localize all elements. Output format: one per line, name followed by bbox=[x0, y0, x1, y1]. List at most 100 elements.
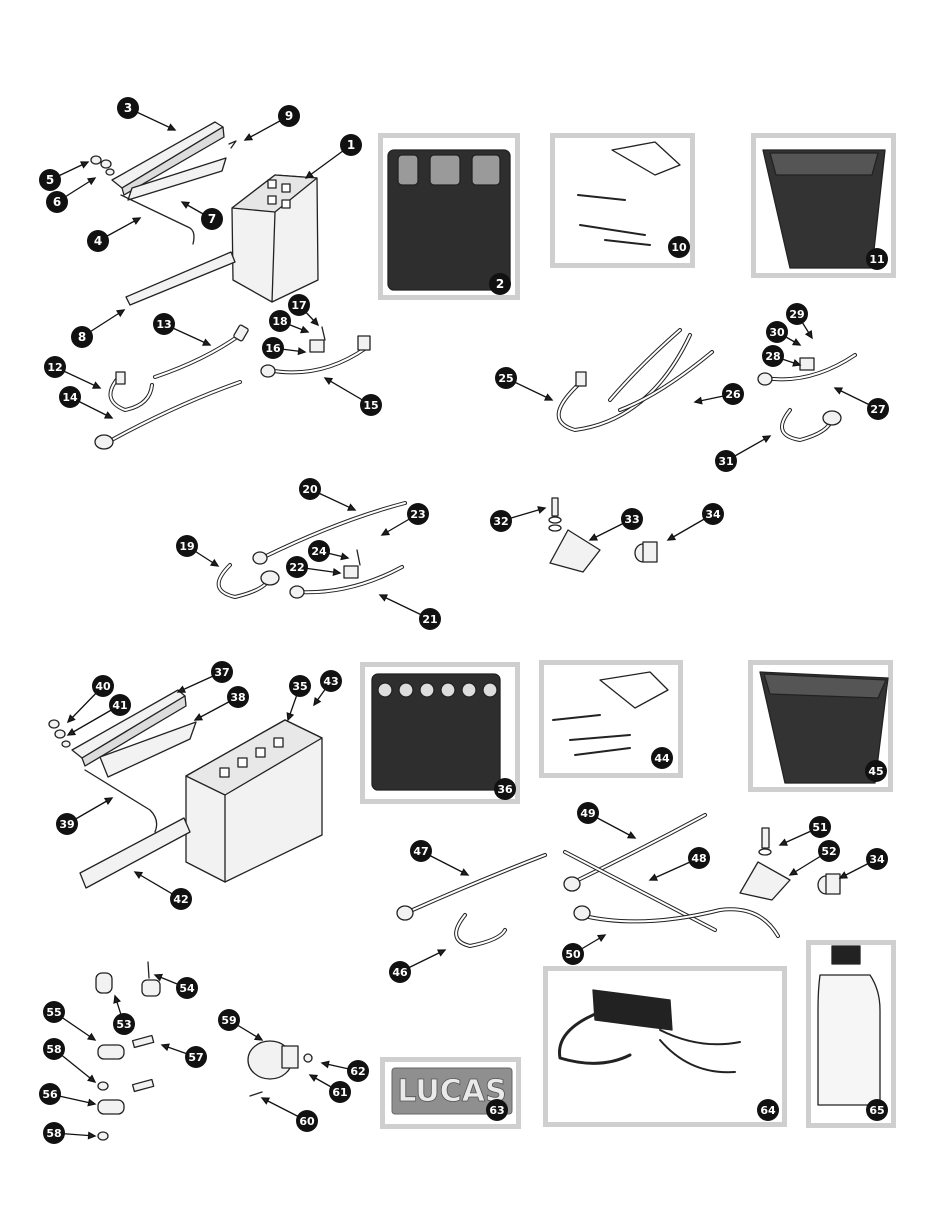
callout-32: 32 bbox=[490, 510, 512, 532]
clamp-kit-photo-2 bbox=[552, 671, 669, 756]
callout-61: 61 bbox=[329, 1081, 351, 1103]
callout-circle bbox=[688, 847, 710, 869]
callout-circle bbox=[562, 943, 584, 965]
callout-19: 19 bbox=[176, 535, 198, 557]
callout-10: 10 bbox=[668, 236, 690, 258]
callout-number: 63 bbox=[489, 1104, 504, 1117]
leader-arrow-24 bbox=[340, 552, 350, 561]
callout-number: 14 bbox=[62, 391, 78, 404]
bracket-33 bbox=[548, 497, 601, 573]
terminal-clamps-55-56 bbox=[97, 1034, 155, 1141]
cable-13 bbox=[153, 333, 242, 379]
callout-number: 38 bbox=[230, 691, 245, 704]
clamp-rod-2 bbox=[84, 769, 158, 833]
callout-30: 30 bbox=[766, 321, 788, 343]
leader-arrow-42 bbox=[133, 871, 144, 879]
leader-arrow-31 bbox=[761, 435, 772, 443]
callout-circle bbox=[59, 386, 81, 408]
leader-arrow-41 bbox=[66, 728, 77, 736]
leader-arrow-57 bbox=[160, 1043, 170, 1052]
callout-42: 42 bbox=[170, 888, 192, 910]
callout-45: 45 bbox=[865, 760, 887, 782]
callout-number: 24 bbox=[311, 545, 327, 558]
callout-circle bbox=[786, 303, 808, 325]
callout-2: 2 bbox=[489, 273, 511, 295]
callout-25: 25 bbox=[495, 367, 517, 389]
callout-circle bbox=[153, 313, 175, 335]
callout-number: 45 bbox=[868, 765, 883, 778]
callout-circle bbox=[489, 273, 511, 295]
callout-21: 21 bbox=[419, 608, 441, 630]
leader-arrow-54 bbox=[153, 973, 163, 982]
callout-59: 59 bbox=[218, 1009, 240, 1031]
callout-number: 64 bbox=[760, 1104, 776, 1117]
callout-circle bbox=[289, 675, 311, 697]
callout-number: 62 bbox=[350, 1065, 365, 1078]
callout-number: 60 bbox=[299, 1115, 315, 1128]
callout-circle bbox=[766, 321, 788, 343]
callout-circle bbox=[495, 367, 517, 389]
callout-circle bbox=[211, 661, 233, 683]
leader-arrow-5 bbox=[79, 161, 90, 169]
callout-number: 10 bbox=[671, 241, 687, 254]
leader-arrow-6 bbox=[86, 177, 97, 186]
callout-circle bbox=[651, 747, 673, 769]
callout-number: 50 bbox=[565, 948, 581, 961]
leader-arrow-25 bbox=[543, 393, 554, 401]
callout-circle bbox=[278, 105, 300, 127]
callout-15: 15 bbox=[360, 394, 382, 416]
callout-number: 5 bbox=[46, 173, 54, 187]
leader-arrow-28 bbox=[792, 358, 802, 367]
callout-circle bbox=[722, 383, 744, 405]
callout-number: 3 bbox=[124, 101, 132, 115]
callout-number: 35 bbox=[292, 680, 307, 693]
callout-18: 18 bbox=[269, 310, 291, 332]
callout-circle bbox=[288, 294, 310, 316]
callout-number: 65 bbox=[869, 1104, 884, 1117]
leader-arrow-34 bbox=[666, 533, 677, 541]
callout-58: 58 bbox=[43, 1038, 65, 1060]
callout-number: 6 bbox=[53, 195, 61, 209]
callout-56: 56 bbox=[39, 1083, 61, 1105]
leader-arrow-52 bbox=[788, 867, 799, 876]
callout-circle bbox=[809, 816, 831, 838]
callout-circle bbox=[865, 760, 887, 782]
callout-20: 20 bbox=[299, 478, 321, 500]
callout-51: 51 bbox=[809, 816, 831, 838]
callout-11: 11 bbox=[866, 248, 888, 270]
callout-46: 46 bbox=[389, 961, 411, 983]
callout-number: 48 bbox=[691, 852, 706, 865]
callout-31: 31 bbox=[715, 450, 737, 472]
callout-35: 35 bbox=[289, 675, 311, 697]
callout-circle bbox=[117, 97, 139, 119]
leader-arrow-1 bbox=[304, 170, 315, 179]
callout-circle bbox=[44, 356, 66, 378]
callout-37: 37 bbox=[211, 661, 233, 683]
callout-circle bbox=[262, 337, 284, 359]
callout-circle bbox=[320, 670, 342, 692]
leader-arrow-13 bbox=[201, 338, 212, 346]
callout-circle bbox=[486, 1099, 508, 1121]
callout-43: 43 bbox=[320, 670, 342, 692]
leader-arrow-29 bbox=[804, 329, 813, 340]
callout-number: 61 bbox=[332, 1086, 347, 1099]
leader-arrow-26 bbox=[693, 396, 703, 405]
leader-arrow-50 bbox=[596, 934, 607, 943]
callout-29: 29 bbox=[786, 303, 808, 325]
leader-arrow-37 bbox=[176, 685, 187, 693]
callout-number: 53 bbox=[116, 1018, 131, 1031]
callout-circle bbox=[668, 236, 690, 258]
callout-circle bbox=[494, 778, 516, 800]
bracket-52 bbox=[739, 827, 791, 901]
callout-49: 49 bbox=[577, 802, 599, 824]
callout-1: 1 bbox=[340, 134, 362, 156]
callout-number: 17 bbox=[291, 299, 306, 312]
callout-number: 43 bbox=[323, 675, 338, 688]
callout-number: 25 bbox=[498, 372, 513, 385]
leader-arrow-40 bbox=[66, 714, 76, 724]
callout-number: 49 bbox=[580, 807, 595, 820]
callout-number: 13 bbox=[156, 318, 171, 331]
callout-circle bbox=[113, 1013, 135, 1035]
callout-number: 18 bbox=[272, 315, 287, 328]
leader-arrow-19 bbox=[209, 558, 220, 567]
